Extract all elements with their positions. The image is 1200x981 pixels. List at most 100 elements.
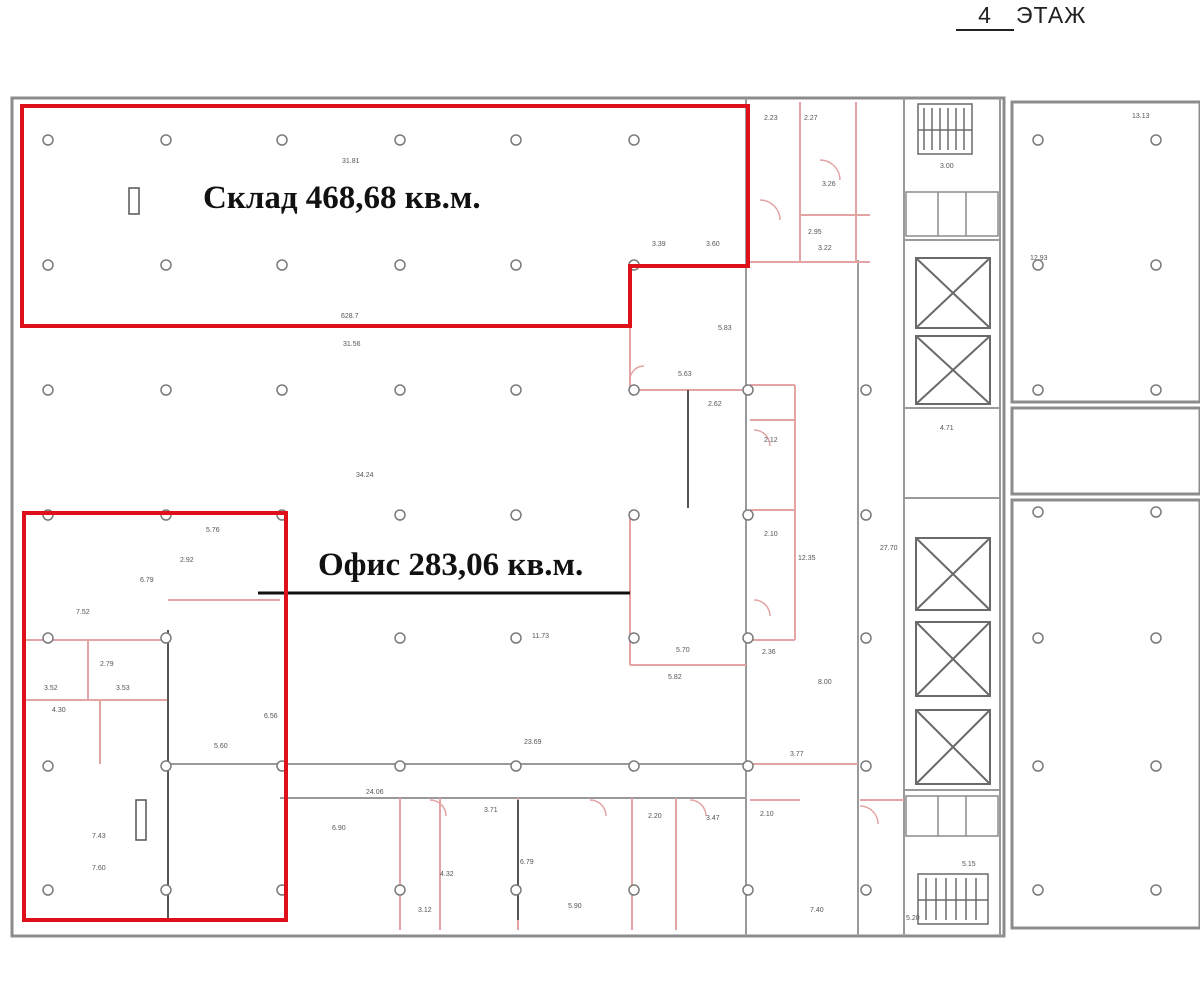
dim-label: 628.7 [341,313,359,320]
stairs-icon [917,103,973,155]
dim-label: 31.81 [342,158,360,165]
elevator-shafts [915,257,991,785]
outer-walls [10,96,1200,938]
dim-label: 5.82 [668,674,682,681]
column [160,259,172,271]
dim-label: 8.00 [818,679,832,686]
column [394,509,406,521]
column [1032,259,1044,271]
column [1150,632,1162,644]
dim-label: 5.15 [962,861,976,868]
warehouse-area-label: Склад 468,68 кв.м. [203,180,481,216]
dim-label: 2.92 [180,557,194,564]
dim-label: 6.90 [332,825,346,832]
dim-label: 3.26 [822,181,836,188]
dim-label: 5.63 [678,371,692,378]
column [394,384,406,396]
dark-dividers [167,390,689,920]
elevator-icon [915,335,991,405]
stairs [917,103,989,925]
dim-label: 3.71 [484,807,498,814]
dim-label: 4.32 [440,871,454,878]
column [394,259,406,271]
dim-label: 7.52 [76,609,90,616]
dim-label: 5.60 [214,743,228,750]
dim-label: 2.23 [764,115,778,122]
column [742,509,754,521]
floor-number: 4 [956,2,1014,31]
wall-lines [168,98,1001,936]
column [742,884,754,896]
column [860,632,872,644]
column [394,884,406,896]
dim-label: 12.35 [798,555,816,562]
dim-label: 13.13 [1132,113,1150,120]
column [628,632,640,644]
column [276,384,288,396]
dim-label: 4.30 [52,707,66,714]
column [1032,384,1044,396]
outer-wall [10,96,1006,938]
column [42,632,54,644]
dim-label: 3.53 [116,685,130,692]
door-swing [753,429,771,447]
dim-label: 3.60 [706,241,720,248]
floor-label: ЭТАЖ [1016,2,1087,28]
column [742,632,754,644]
column [860,760,872,772]
column [510,509,522,521]
column [394,760,406,772]
warehouse-zone-outline [20,104,750,328]
column [1150,134,1162,146]
column [160,760,172,772]
dim-label: 6.79 [520,859,534,866]
right-block-mid [1010,406,1200,496]
dim-label: 23.69 [524,739,542,746]
dim-label: 2.27 [804,115,818,122]
dimension-labels: 31.81 628.7 31.56 34.24 5.76 6.79 7.52 2… [44,113,1150,922]
column [160,134,172,146]
dim-label: 5.70 [676,647,690,654]
dim-label: 2.79 [100,661,114,668]
column [1150,384,1162,396]
dim-label: 5.20 [906,915,920,922]
dim-label: 2.36 [762,649,776,656]
dim-label: 5.90 [568,903,582,910]
office-zone-outline [22,511,288,922]
column [1032,134,1044,146]
dim-label: 3.52 [44,685,58,692]
column [860,884,872,896]
column [160,384,172,396]
dim-label: 27.70 [880,545,898,552]
dim-label: 3.47 [706,815,720,822]
dim-label: 2.20 [648,813,662,820]
storage-rack [135,799,147,841]
dim-label: 2.10 [764,531,778,538]
door-swing [759,199,781,221]
dim-label: 31.56 [343,341,361,348]
column [510,760,522,772]
storage-rack [128,187,140,215]
partitions [24,102,904,930]
door-swing [689,799,707,817]
dim-label: 7.43 [92,833,106,840]
column [1150,259,1162,271]
column [1150,760,1162,772]
column [394,632,406,644]
column [742,384,754,396]
column [42,259,54,271]
dim-label: 7.60 [92,865,106,872]
column [628,760,640,772]
dim-label: 12.93 [1030,255,1048,262]
restrooms [905,191,999,837]
column [276,259,288,271]
dim-label: 2.62 [708,401,722,408]
elevator-icon [915,621,991,697]
column [1150,884,1162,896]
elevator-icon [915,709,991,785]
dim-label: 5.83 [718,325,732,332]
column [42,884,54,896]
column [742,760,754,772]
